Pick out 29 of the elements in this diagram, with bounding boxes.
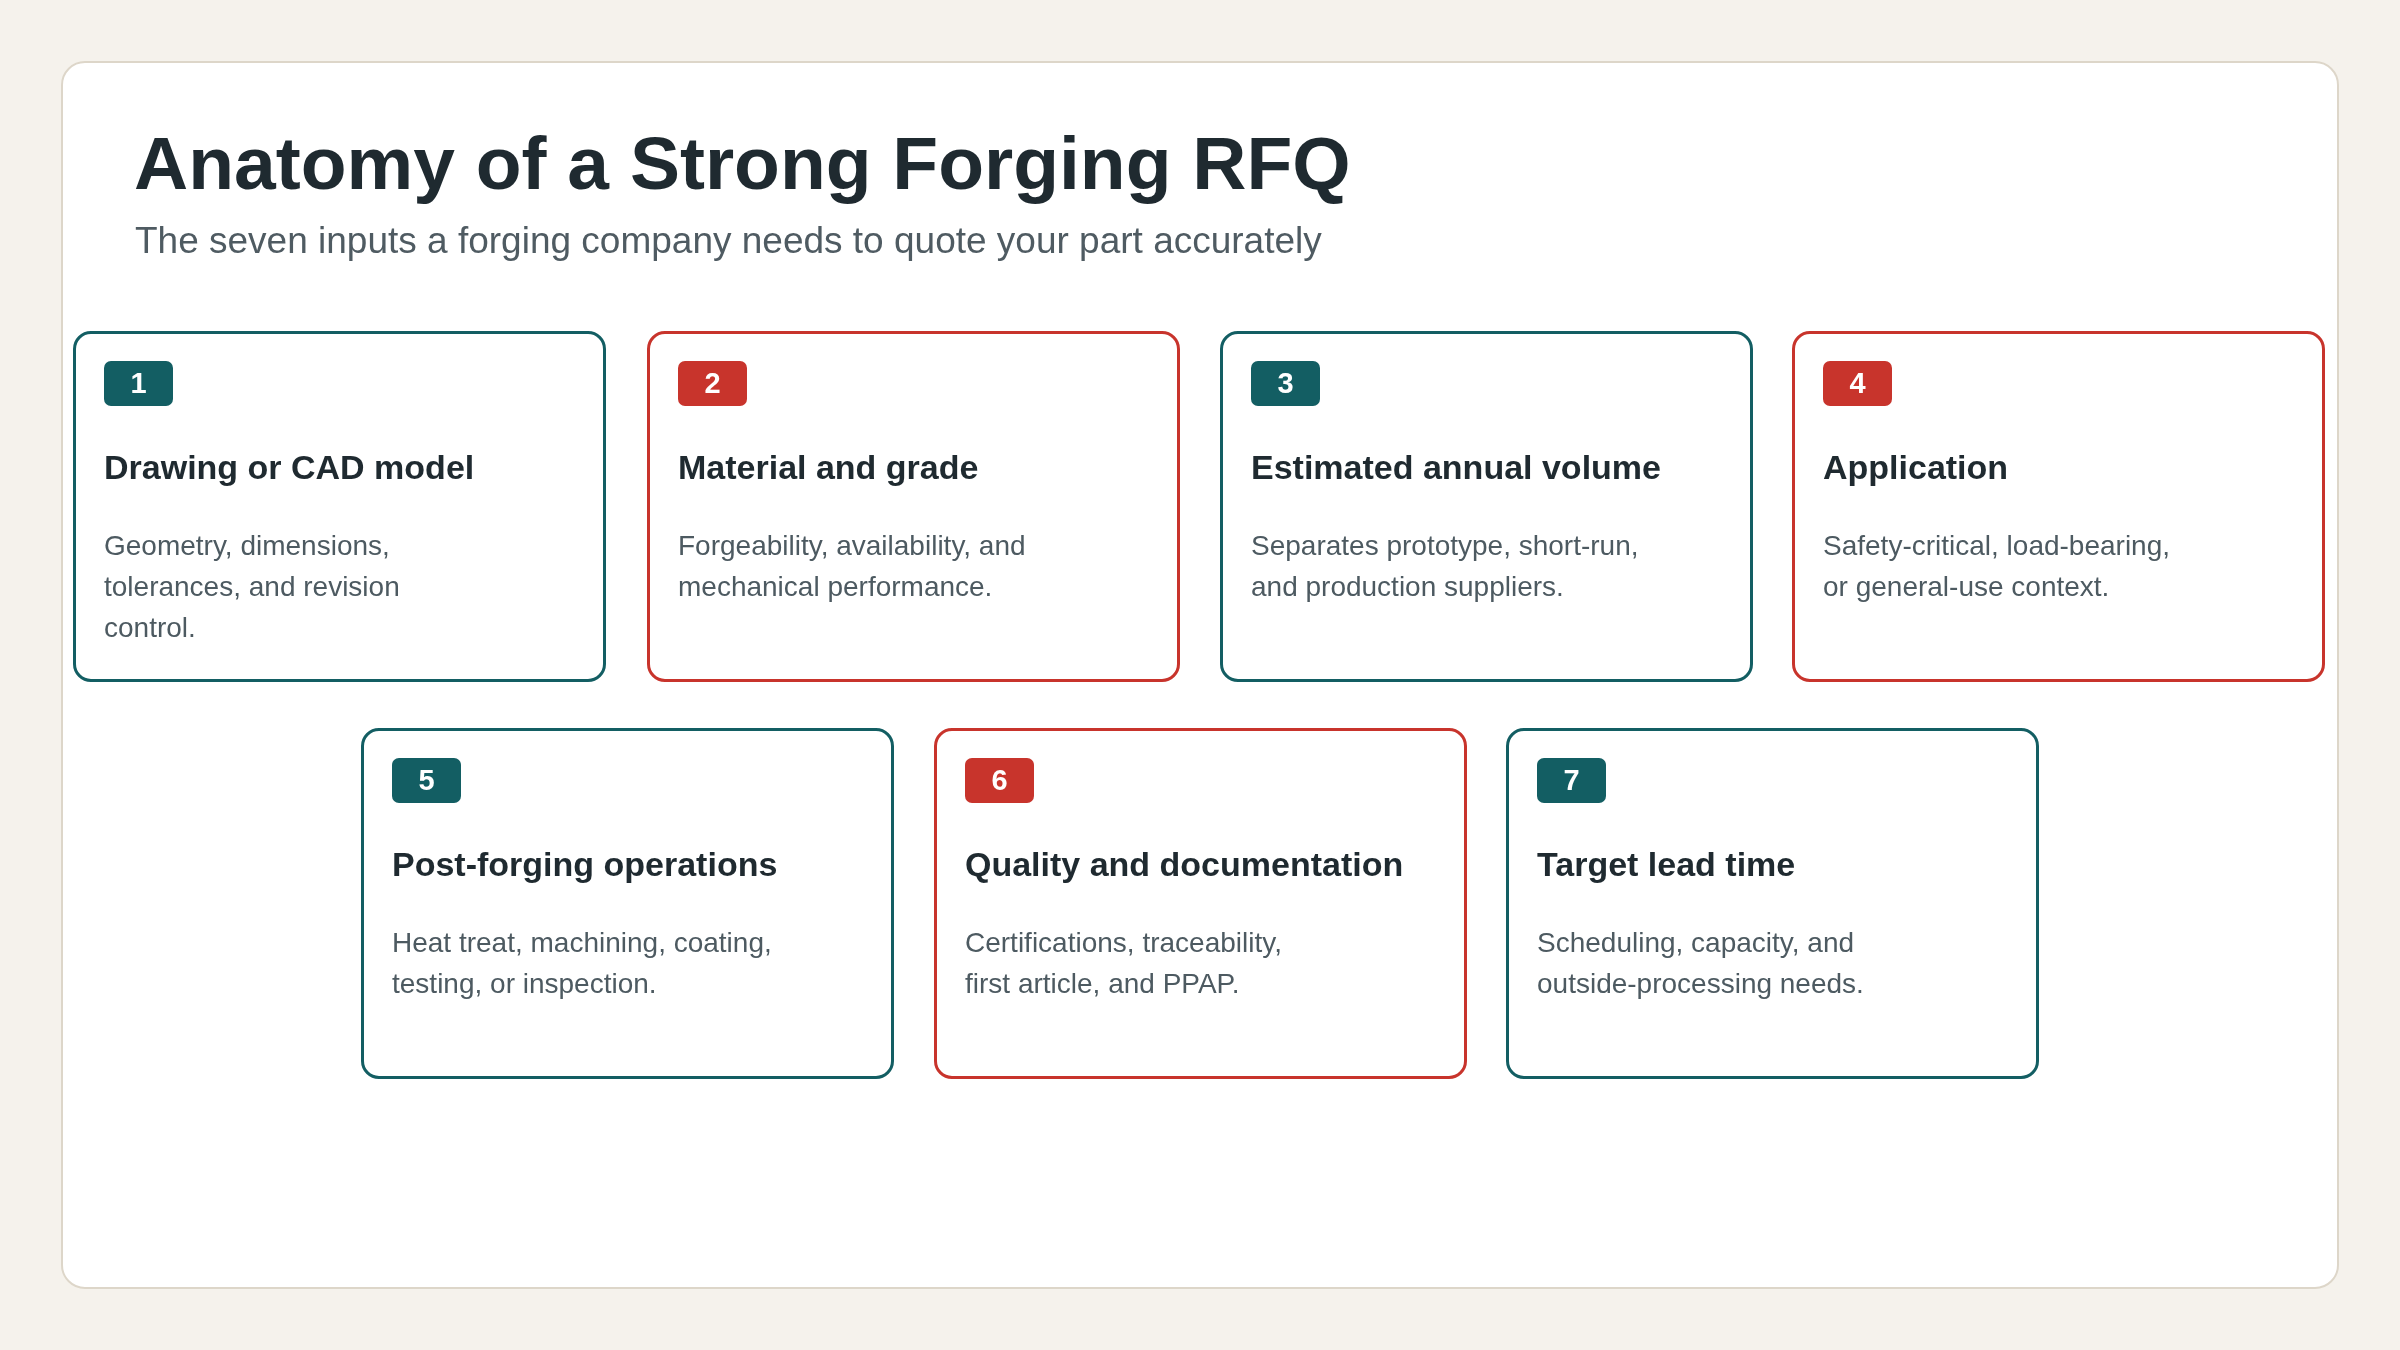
number-badge: 5 [392,758,461,803]
number-badge: 2 [678,361,747,406]
card-heading: Application [1823,447,2009,488]
card-heading: Quality and documentation [965,844,1404,885]
card-description: Geometry, dimensions, tolerances, and revision control. [104,529,401,645]
info-card [361,728,894,1079]
card-description: Scheduling, capacity, and outside-processing needs. [1537,926,1865,1001]
number-badge: 7 [1537,758,1606,803]
card-heading: Material and grade [678,447,979,488]
info-card [1220,331,1753,682]
card-description: Heat treat, machining, coating, testing, or inspection. [392,926,773,1001]
number-badge: 3 [1251,361,1320,406]
info-card [73,331,606,682]
card-description: Forgeability, availability, and mechanical performance. [678,529,1027,604]
number-badge: 4 [1823,361,1892,406]
card-description: Separates prototype, short-run, and production suppliers. [1251,529,1640,604]
card-heading: Drawing or CAD model [104,447,475,488]
subtitle: The seven inputs a forging company needs to quote your part accurately [135,222,1322,259]
card-description: Safety-critical, load-bearing, or general-use context. [1823,529,2172,604]
info-card [1506,728,2039,1079]
card-description: Certifications, traceability, first article, and PPAP. [965,926,1283,1001]
card-heading: Estimated annual volume [1251,447,1661,488]
info-card [934,728,1467,1079]
info-card [647,331,1180,682]
card-heading: Post-forging operations [392,844,778,885]
number-badge: 1 [104,361,173,406]
info-card [1792,331,2325,682]
card-heading: Target lead time [1537,844,1796,885]
number-badge: 6 [965,758,1034,803]
